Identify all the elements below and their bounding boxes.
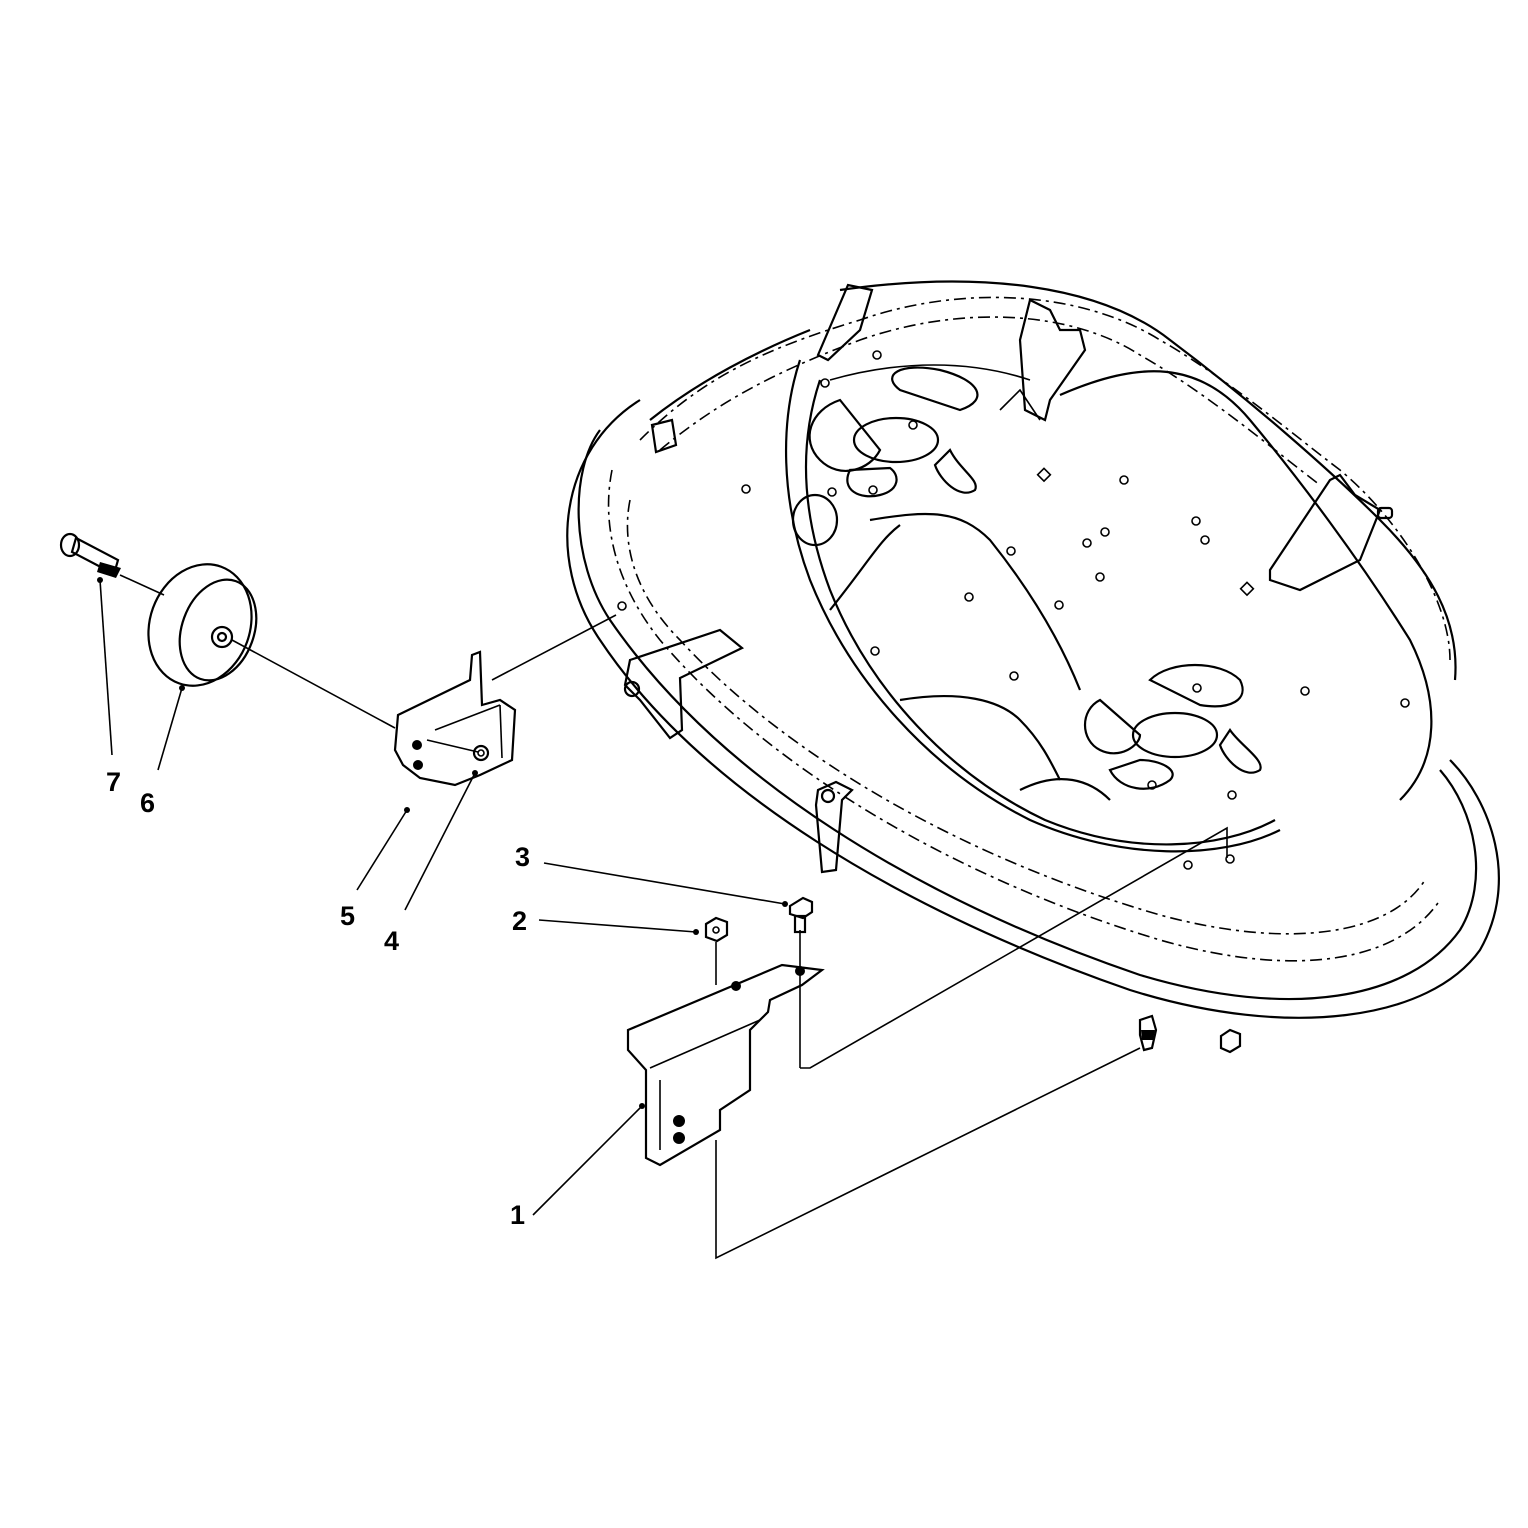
- callout-3: 3: [515, 842, 530, 872]
- lock-nut: [472, 744, 490, 762]
- deck-holes: [617, 350, 1410, 870]
- carriage-bolt: [788, 896, 814, 934]
- shoulder-bolt: [59, 532, 121, 578]
- gauge-wheel: [147, 563, 258, 687]
- callout-labels: 1 2 3 4 5 6 7: [106, 767, 530, 1230]
- callout-6: 6: [140, 788, 155, 818]
- callout-7: 7: [106, 767, 121, 797]
- front-bracket: [626, 963, 825, 1167]
- callout-4: 4: [384, 926, 399, 956]
- deck-mounting-bolt: [1138, 1014, 1158, 1052]
- mower-deck: [566, 280, 1500, 1019]
- callout-1: 1: [510, 1200, 525, 1230]
- callout-2: 2: [512, 906, 527, 936]
- deck-hex-nut: [1219, 1028, 1242, 1054]
- callout-5: 5: [340, 901, 355, 931]
- leader-lines: [97, 577, 788, 1216]
- assembly-lines: [119, 574, 1228, 1260]
- hex-nut: [704, 916, 729, 943]
- wheel-bracket: [393, 650, 517, 787]
